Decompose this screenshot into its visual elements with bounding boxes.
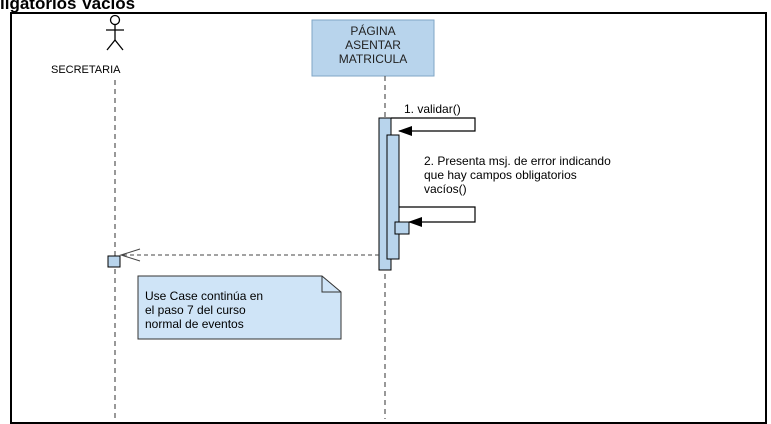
note-text: Use Case continúa en el paso 7 del curso…	[145, 289, 264, 331]
message-2-label-line2: que hay campos obligatorios	[424, 168, 577, 182]
message-2-arrow[interactable]	[399, 206, 476, 227]
actor-activation-bar	[107, 255, 121, 268]
message-1-arrow[interactable]	[391, 117, 476, 136]
actor-label: SECRETARIA	[51, 64, 121, 76]
return-arrowhead-icon	[119, 248, 141, 262]
note-shape	[137, 275, 342, 340]
message-1-label: 1. validar()	[404, 102, 461, 116]
diagram-title: ligatorios Vacíos	[0, 0, 136, 13]
message-2-label-line3: vacíos()	[424, 182, 467, 196]
object-label: PÁGINA ASENTAR MATRICULA	[338, 24, 408, 66]
object-box[interactable]	[311, 19, 435, 77]
activation-bar-nested-1	[386, 134, 400, 260]
activation-bar-nested-2	[394, 221, 410, 235]
stick-figure-icon	[106, 14, 124, 51]
message-2-label-line1: 2. Presenta msj. de error indicando	[424, 154, 611, 168]
